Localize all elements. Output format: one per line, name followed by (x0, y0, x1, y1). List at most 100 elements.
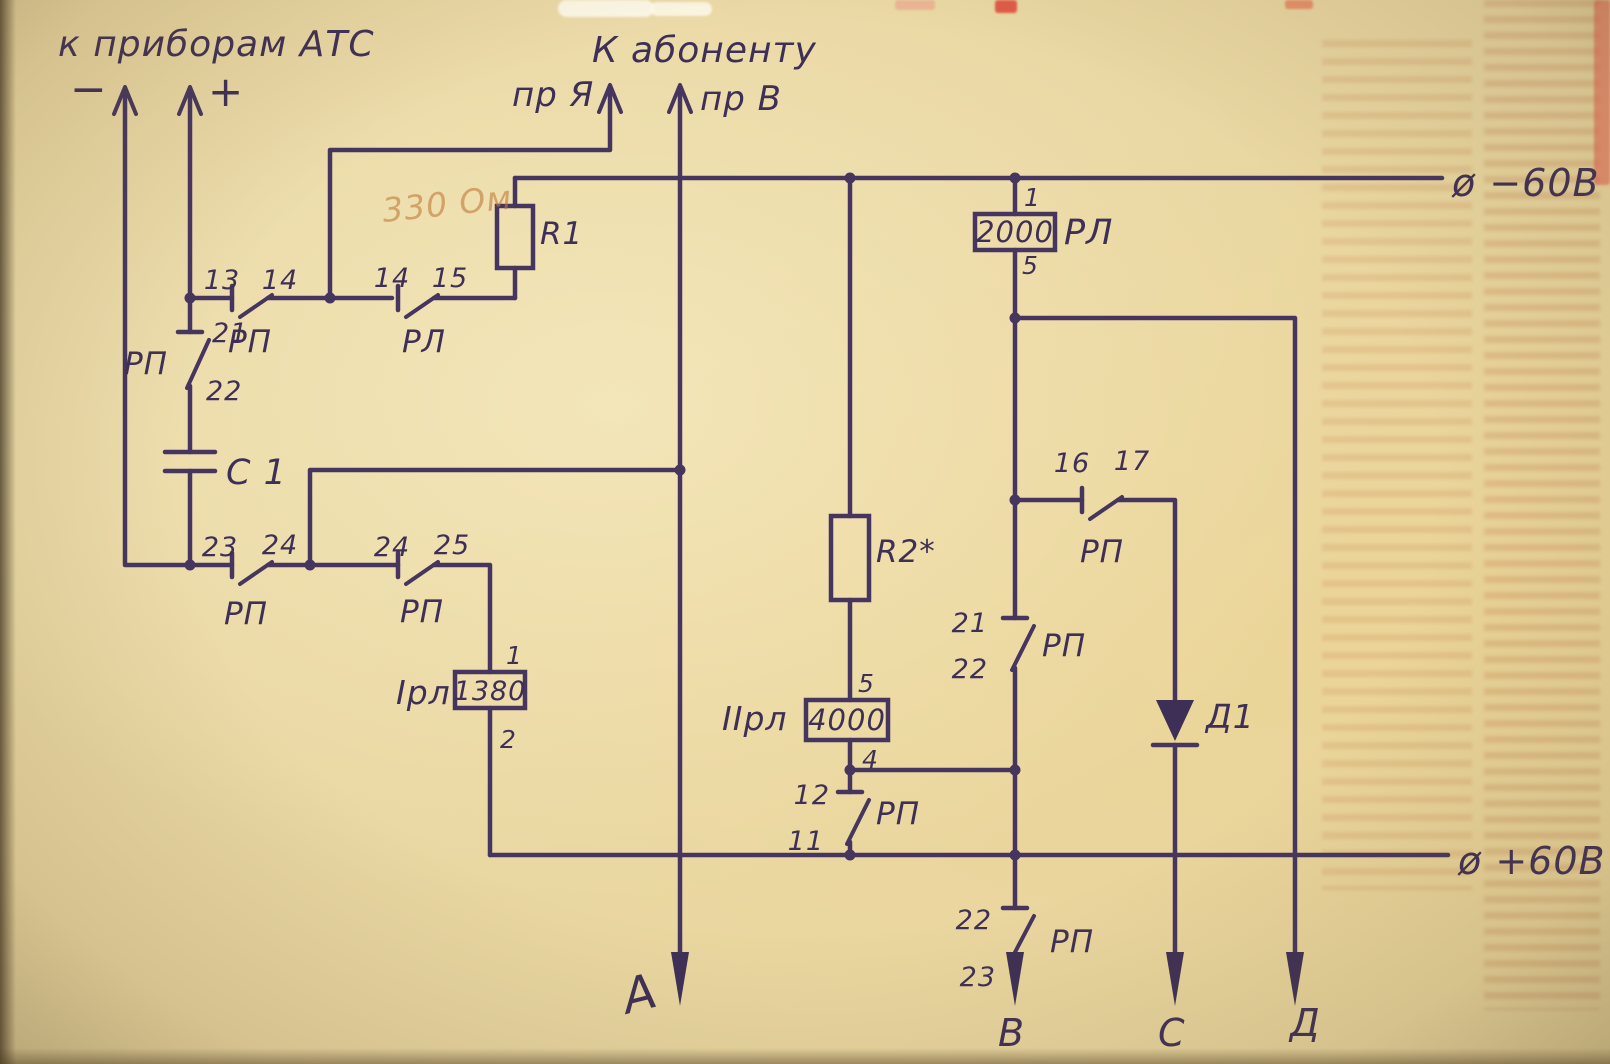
junction-dot (1009, 764, 1021, 776)
contact-blade (1088, 495, 1124, 521)
wire-ya-arrowhead (597, 83, 623, 114)
relay-coil-label: Iрл (396, 673, 451, 712)
contact-pin: 12 (794, 780, 830, 811)
contact-pin: 13 (204, 265, 240, 296)
output-a-label: А (614, 963, 663, 1026)
resistor-r2: R2* (828, 513, 936, 603)
contact-rp-12-11: 12 11 РП (788, 780, 920, 857)
junction-dot (844, 764, 856, 776)
wire-v-label: пр В (700, 79, 782, 119)
contact-relay-label: РП (1042, 628, 1086, 664)
resistor-r1: R1 330 Ом (380, 178, 582, 271)
junction-dot (1009, 172, 1021, 184)
contact-blade (845, 798, 871, 846)
scan-edge-shadow (0, 0, 16, 1064)
plus-arrowhead (177, 85, 203, 116)
relay-coil-iirl: 4000 IIрл 5 4 (722, 669, 891, 774)
junction-dot (304, 559, 316, 571)
rail-labels: ø −60В ø +60В (1451, 161, 1606, 883)
contact-blade (238, 293, 274, 319)
to-ats-label: к приборам АТС (58, 24, 374, 65)
pos-rail-label: ø +60В (1457, 839, 1606, 883)
ats-terminal-group: к приборам АТС − + (58, 24, 374, 116)
capacitor-label: C 1 (226, 453, 287, 493)
contact-relay-label: РЛ (402, 324, 446, 360)
diode-body (1156, 700, 1194, 741)
wire-minus-lead (122, 89, 235, 568)
contact-pin: 25 (434, 530, 470, 561)
contact-rp-22-23: 22 23 РП (956, 905, 1093, 993)
resistor-label: R2* (876, 534, 936, 570)
neg-rail-label: ø −60В (1451, 161, 1600, 205)
junction-dot (1009, 494, 1021, 506)
wire-row-lower (265, 562, 493, 675)
contact-blade (1010, 914, 1036, 960)
diode-label: Д1 (1204, 697, 1255, 736)
output-b-label: В (998, 1011, 1025, 1055)
wire-ya-label: пр Я (512, 75, 594, 115)
contact-relay-label: РП (876, 796, 920, 832)
relay-coil-value: 1380 (454, 676, 527, 707)
wire-v-arrowhead (667, 83, 693, 114)
contact-pin: 21 (952, 608, 988, 639)
junctions (184, 172, 1021, 861)
capacitor-c1: C 1 (162, 449, 287, 493)
contact-rp-13-14: 13 14 РП (204, 265, 298, 360)
contact-blade (185, 338, 211, 390)
relay-coil-label: IIрл (722, 699, 788, 738)
contact-pin: 23 (960, 962, 996, 993)
plus-terminal-label: + (208, 67, 244, 116)
relay-coil-rl: 2000 РЛ 1 5 (972, 183, 1113, 280)
resistor-body (828, 513, 872, 603)
relay-pin-label: 4 (862, 745, 879, 774)
output-c-label: С (1158, 1011, 1186, 1055)
contact-pin: 22 (206, 376, 242, 407)
relay-coil-label: РЛ (1064, 213, 1113, 253)
contact-blade (404, 560, 440, 586)
junction-dot (844, 172, 856, 184)
contact-pin: 24 (262, 530, 298, 561)
contact-pin: 11 (788, 826, 824, 857)
contact-pin: 22 (952, 654, 988, 685)
contact-relay-label: РП (400, 594, 444, 630)
wire-crosslink (307, 467, 683, 568)
contact-pin: 14 (262, 265, 298, 296)
minus-arrowhead (112, 85, 138, 116)
relay-pin-label: 5 (1022, 251, 1039, 280)
contact-rp-16-17: 16 17 РП (1054, 446, 1150, 570)
relay-coil-body (803, 697, 891, 743)
contact-blade (238, 560, 274, 586)
contact-relay-label: РП (228, 324, 272, 360)
contact-pin: 24 (374, 532, 410, 563)
junction-dot (1009, 849, 1021, 861)
output-d-arrowhead (1286, 952, 1304, 1006)
subscriber-terminal-group: К абоненту пр Я пр В (512, 30, 816, 119)
contact-rp-21-22-right: 21 22 РП (952, 608, 1086, 685)
contact-relay-label: РП (1080, 534, 1124, 570)
junction-dot (674, 464, 686, 476)
contact-relay-label: РП (124, 346, 168, 382)
relay-coil-value: 4000 (808, 703, 886, 737)
wiring (122, 87, 1451, 961)
relay-pin-label: 1 (1024, 183, 1041, 212)
contact-blade (404, 293, 440, 319)
wire-c-branch (1012, 497, 1178, 961)
diode-d1: Д1 (1150, 697, 1255, 748)
contact-rp-24-25: 24 25 РП (374, 530, 470, 630)
contact-pin: 15 (432, 263, 468, 294)
junction-dot (1009, 312, 1021, 324)
contact-pin: 14 (374, 263, 410, 294)
relay-coil-value: 2000 (976, 215, 1054, 249)
output-a-arrowhead (671, 952, 689, 1006)
relay-pin-label: 1 (506, 641, 523, 670)
resistor-body (494, 203, 536, 271)
output-b-arrowhead (1006, 952, 1024, 1006)
relay-coil-irl: 1380 Iрл 1 2 (396, 641, 528, 754)
contact-rp-21-22-left: 21 22 РП (124, 318, 247, 407)
junction-dot (844, 849, 856, 861)
output-c-arrowhead (1166, 952, 1184, 1006)
junction-dot (184, 559, 196, 571)
junction-dot (184, 292, 196, 304)
relay-pin-label: 5 (858, 669, 875, 698)
contact-pin: 17 (1114, 446, 1150, 477)
